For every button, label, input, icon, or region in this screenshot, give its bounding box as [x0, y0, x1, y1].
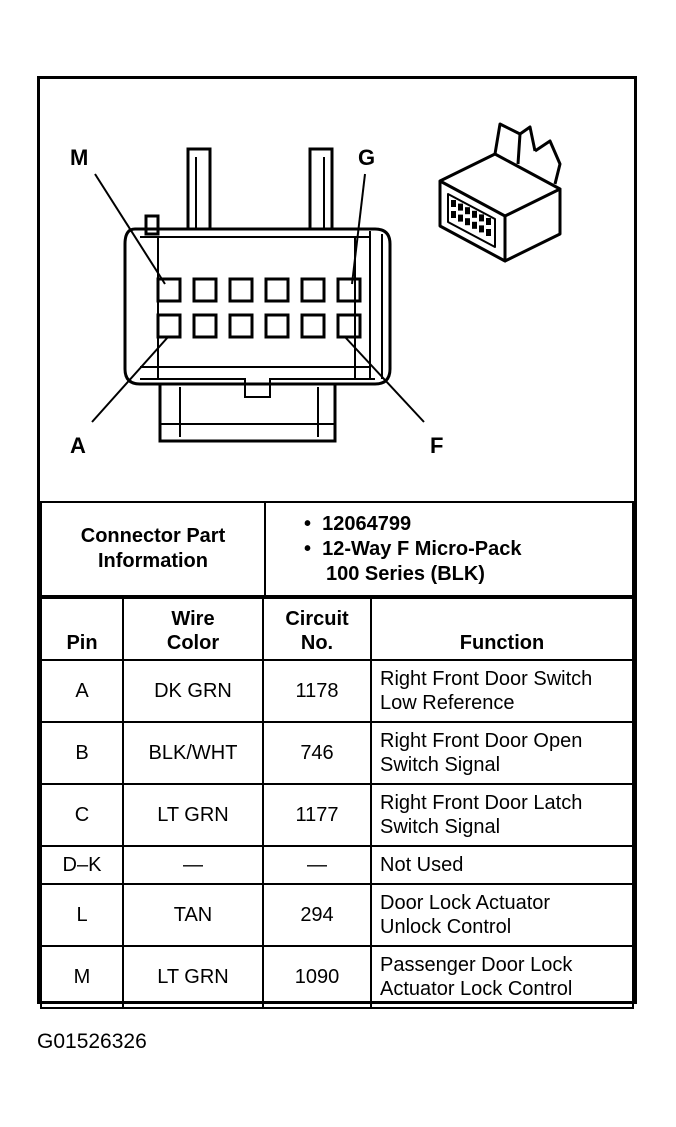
pin-label-f: F: [430, 433, 444, 458]
pin-label-a: A: [70, 433, 86, 458]
iso-cavity: [458, 214, 463, 222]
connector-part-info: Connector Part Information • 12064799 • …: [40, 501, 634, 597]
pin-cavity: [336, 277, 362, 303]
iso-cavity: [451, 211, 456, 218]
pin-cavity: [228, 313, 254, 339]
iso-cavity: [451, 200, 456, 207]
iso-cavity: [486, 229, 491, 236]
diagram-frame: M G A F Connector Part Information • 120…: [37, 76, 637, 1009]
iso-cavity: [479, 225, 484, 233]
iso-cavity: [458, 203, 463, 211]
pin-cavity: [300, 313, 326, 339]
header-function: Function: [370, 597, 634, 661]
pin-label-m: M: [70, 145, 89, 170]
iso-cavity: [479, 214, 484, 222]
connector-part-label: Connector Part Information: [40, 501, 266, 597]
header-pin: Pin: [40, 597, 124, 661]
pin-cavity: [228, 277, 254, 303]
iso-cavity: [472, 221, 477, 229]
pin-cavity: [264, 313, 290, 339]
iso-cavity: [486, 218, 491, 225]
pin-cavity: [264, 277, 290, 303]
connector-diagram: [91, 122, 562, 443]
iso-cavity: [465, 207, 470, 215]
iso-cavity: [472, 210, 477, 218]
pin-cavity: [300, 277, 326, 303]
pin-cavity: [156, 313, 182, 339]
table-row: D–K — — Not Used: [40, 845, 634, 885]
pin-cavity: [192, 277, 218, 303]
connector-part-values: • 12064799 • 12-Way F Micro-Pack 100 Ser…: [264, 501, 634, 597]
pin-cavity: [156, 277, 182, 303]
connector-desc: • 12-Way F Micro-Pack: [304, 537, 522, 560]
iso-cavity: [465, 218, 470, 226]
pin-cavity: [336, 313, 362, 339]
pin-label-g: G: [358, 145, 376, 170]
pin-cavity: [192, 313, 218, 339]
figure-id: G01526326: [37, 1030, 147, 1053]
part-number: • 12064799: [304, 512, 412, 535]
